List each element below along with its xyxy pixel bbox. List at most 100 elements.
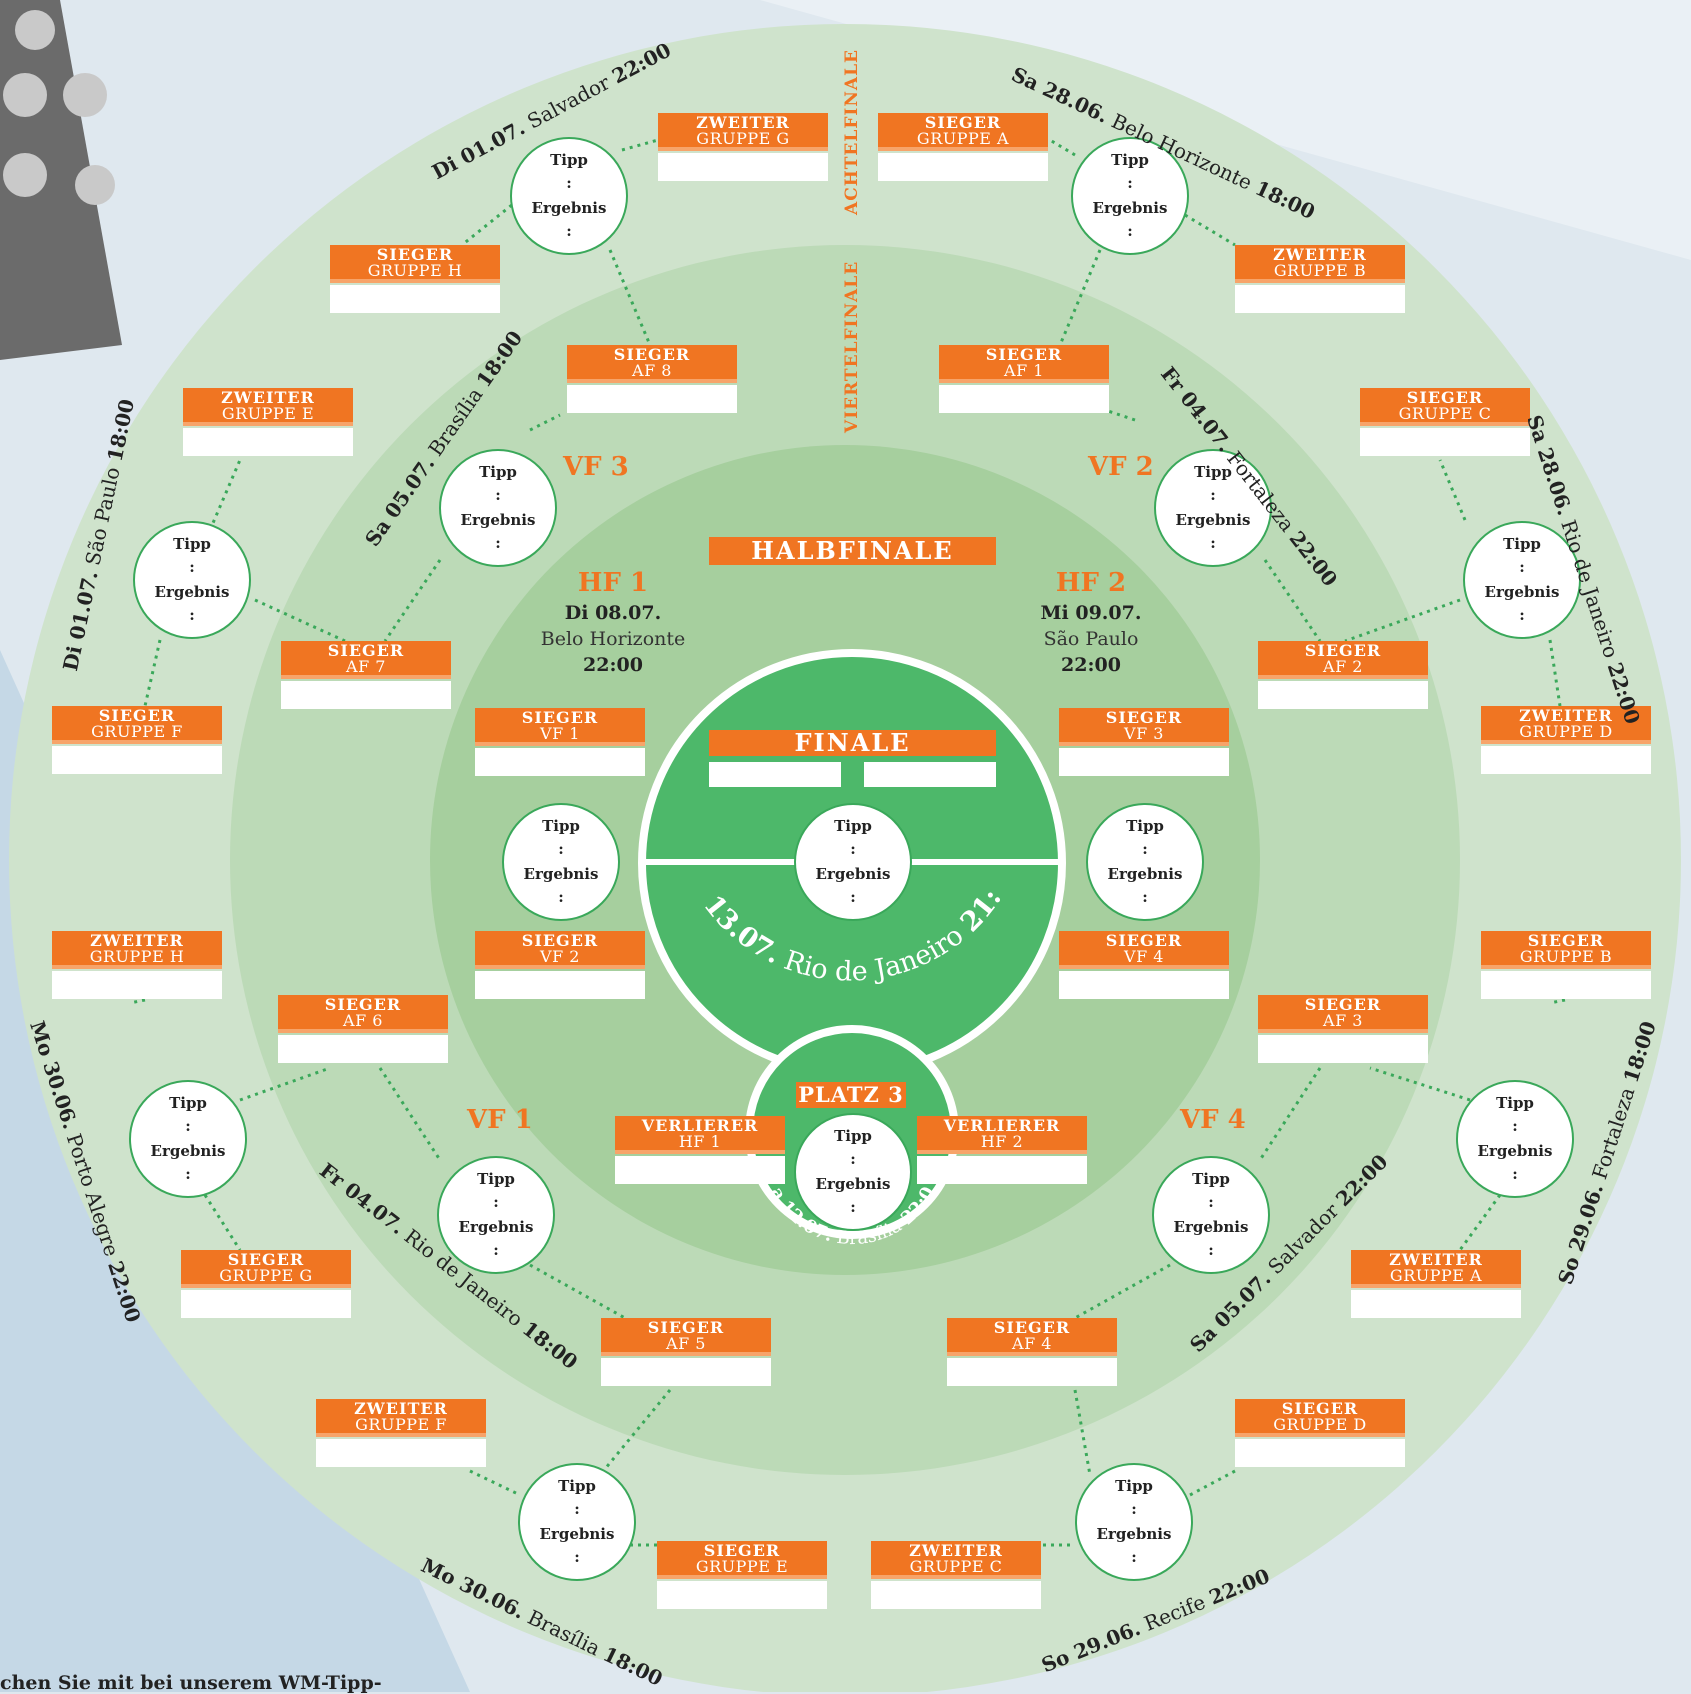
team-box-role: SIEGER — [98, 706, 176, 725]
connector-line — [529, 413, 561, 432]
team-name-slot[interactable] — [601, 1358, 771, 1386]
score-circle[interactable]: Tipp:Ergebnis: — [437, 1156, 555, 1274]
score-circle[interactable]: Tipp:Ergebnis: — [129, 1080, 247, 1198]
connector-line — [1074, 1263, 1171, 1320]
team-name-slot[interactable] — [1360, 428, 1530, 456]
hf1-time: 22:00 — [583, 654, 643, 676]
team-name-slot[interactable] — [871, 1581, 1041, 1609]
team-name-slot[interactable] — [947, 1358, 1117, 1386]
connector-line — [1369, 1066, 1471, 1102]
team-name-slot[interactable] — [316, 1439, 486, 1467]
hf2-date: Mi 09.07. — [1040, 602, 1142, 624]
tipp-label: Tipp — [550, 151, 588, 169]
team-box-role: SIEGER — [647, 1318, 725, 1337]
team-name-slot[interactable] — [1351, 1290, 1521, 1318]
team-name-slot[interactable] — [52, 746, 222, 774]
team-name-slot[interactable] — [1258, 1035, 1428, 1063]
score-circle[interactable]: Tipp:Ergebnis: — [794, 803, 912, 921]
team-box-role: ZWEITER — [1389, 1250, 1483, 1269]
tipp-label: Tipp — [834, 817, 872, 835]
ergebnis-colon: : — [189, 606, 195, 624]
team-name-slot[interactable] — [939, 385, 1109, 413]
connector-line — [203, 1194, 242, 1251]
connector-line — [1548, 639, 1562, 707]
score-circle[interactable]: Tipp:Ergebnis: — [1456, 1080, 1574, 1198]
team-box-group: GRUPPE B — [1273, 261, 1367, 280]
score-circle[interactable]: Tipp:Ergebnis: — [1071, 137, 1189, 255]
team-box-role: SIEGER — [1281, 1399, 1359, 1418]
team-box-group: GRUPPE F — [355, 1415, 447, 1434]
team-name-slot[interactable] — [183, 428, 353, 456]
tipp-colon: : — [850, 1150, 856, 1168]
ergebnis-label: Ergebnis — [1175, 511, 1251, 529]
team-name-slot[interactable] — [1481, 971, 1651, 999]
team-box-group: AF 4 — [1012, 1334, 1052, 1353]
tipp-label: Tipp — [834, 1127, 872, 1145]
score-circle[interactable]: Tipp:Ergebnis: — [1075, 1463, 1193, 1581]
score-circle[interactable]: Tipp:Ergebnis: — [1154, 449, 1272, 567]
score-circle[interactable]: Tipp:Ergebnis: — [439, 449, 557, 567]
tipp-colon: : — [1519, 558, 1525, 576]
vf2-label: VF 2 — [1088, 452, 1154, 482]
team-name-slot[interactable] — [475, 748, 645, 776]
finale-slot-2[interactable] — [864, 762, 996, 787]
team-box-group: GRUPPE C — [1398, 404, 1492, 423]
score-circle[interactable]: Tipp:Ergebnis: — [1463, 521, 1581, 639]
team-name-slot[interactable] — [1235, 1439, 1405, 1467]
ergebnis-colon: : — [185, 1165, 191, 1183]
finale-slot-1[interactable] — [709, 762, 841, 787]
score-circle[interactable]: Tipp:Ergebnis: — [518, 1463, 636, 1581]
team-box-role: SIEGER — [521, 708, 599, 727]
team-name-slot[interactable] — [475, 971, 645, 999]
ergebnis-colon: : — [1208, 1241, 1214, 1259]
score-circle[interactable]: Tipp:Ergebnis: — [794, 1113, 912, 1231]
team-name-slot[interactable] — [1235, 285, 1405, 313]
ergebnis-colon: : — [1519, 606, 1525, 624]
ergebnis-colon: : — [1127, 222, 1133, 240]
team-name-slot[interactable] — [330, 285, 500, 313]
team-name-slot[interactable] — [1481, 746, 1651, 774]
connector-line — [1263, 559, 1322, 642]
team-name-slot[interactable] — [658, 153, 828, 181]
team-name-slot[interactable] — [1059, 748, 1229, 776]
team-name-slot[interactable] — [878, 153, 1048, 181]
score-circle[interactable]: Tipp:Ergebnis: — [502, 803, 620, 921]
team-name-slot[interactable] — [281, 681, 451, 709]
score-circle[interactable]: Tipp:Ergebnis: — [1086, 803, 1204, 921]
team-box-group: GRUPPE B — [1519, 947, 1613, 966]
ergebnis-label: Ergebnis — [815, 865, 891, 883]
score-circle[interactable]: Tipp:Ergebnis: — [1152, 1156, 1270, 1274]
team-name-slot[interactable] — [278, 1035, 448, 1063]
team-name-slot[interactable] — [181, 1290, 351, 1318]
team-box-group: GRUPPE G — [696, 129, 790, 148]
hf2-time: 22:00 — [1061, 654, 1121, 676]
team-name-slot[interactable] — [1059, 971, 1229, 999]
team-name-slot[interactable] — [657, 1581, 827, 1609]
team-name-slot[interactable] — [615, 1156, 785, 1184]
connector-line — [143, 639, 162, 707]
score-circle[interactable]: Tipp:Ergebnis: — [510, 137, 628, 255]
connector-line — [621, 138, 659, 152]
halbfinale-heading: HALBFINALE — [709, 537, 996, 565]
team-name-slot[interactable] — [567, 385, 737, 413]
connector-line — [1549, 998, 1566, 1005]
team-name-slot[interactable] — [52, 971, 222, 999]
ergebnis-colon: : — [566, 222, 572, 240]
team-name-slot[interactable] — [917, 1156, 1087, 1184]
team-name-slot[interactable] — [1258, 681, 1428, 709]
score-circle[interactable]: Tipp:Ergebnis: — [133, 521, 251, 639]
